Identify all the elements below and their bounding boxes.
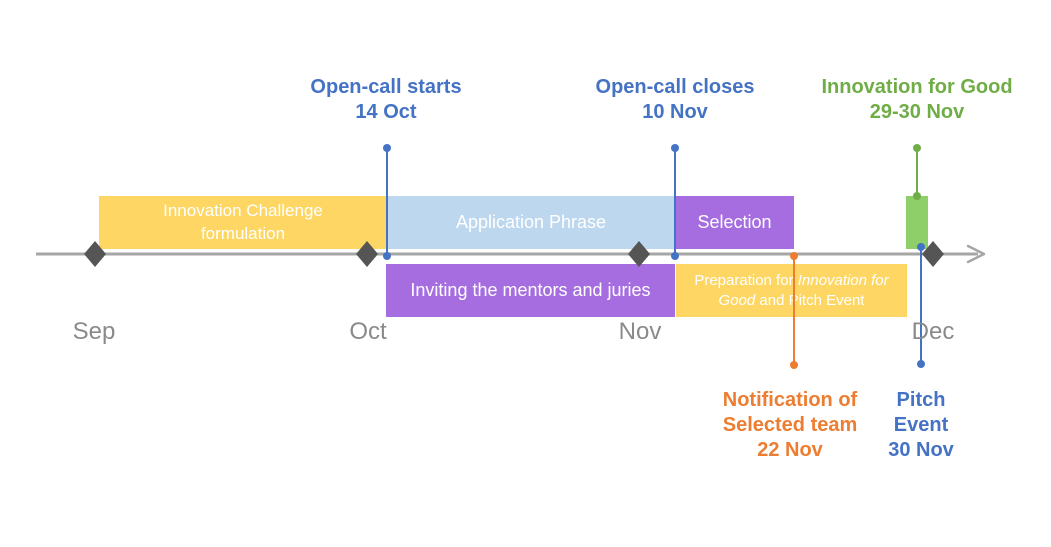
milestone-notification: Notification of Selected team 22 Nov (723, 388, 858, 463)
phase-application-label: Application Phrase (455, 211, 607, 232)
phase-formulation-label: Innovation Challenge formulation (163, 201, 323, 243)
diamond-oct (356, 241, 378, 267)
milestone-pitch-event-date: 30 Nov (888, 439, 954, 461)
phase-selection-label: Selection (697, 211, 772, 232)
dot-innovation-for-good-mid (913, 192, 921, 200)
phase-preparation-label: Preparation for Innovation for Good and … (694, 272, 889, 309)
month-label-sep: Sep (72, 318, 116, 345)
milestone-notification-line1: Notification of (722, 389, 858, 411)
dot-pitch-event-top (917, 243, 925, 251)
diamond-nov (628, 241, 650, 267)
dot-notification-top (790, 252, 798, 260)
phase-application: Application Phrase (387, 196, 675, 249)
dot-open-call-close-axis (671, 252, 679, 260)
milestone-open-call-close: Open-call closes 10 Nov (596, 75, 755, 125)
month-label-nov: Nov (618, 318, 662, 345)
dot-innovation-for-good-top (913, 144, 921, 152)
milestone-notification-date: 22 Nov (757, 439, 823, 461)
timeline-arrowhead (966, 244, 986, 264)
phase-formulation: Innovation Challenge formulation (99, 196, 387, 249)
milestone-innovation-for-good: Innovation for Good 29-30 Nov (821, 75, 1012, 125)
dot-open-call-start-axis (383, 252, 391, 260)
phase-preparation: Preparation for Innovation for Good and … (676, 264, 907, 317)
dot-open-call-start-top (383, 144, 391, 152)
diamond-dec (922, 241, 944, 267)
dot-open-call-close-top (671, 144, 679, 152)
milestone-innovation-for-good-date: 29-30 Nov (869, 101, 965, 123)
diamond-sep (84, 241, 106, 267)
milestone-pitch-event-line1: Pitch (896, 389, 946, 411)
milestone-open-call-start-date: 14 Oct (355, 101, 417, 123)
milestone-pitch-event-line2: Event (893, 414, 949, 436)
phase-inviting: Inviting the mentors and juries (386, 264, 675, 317)
phase-innovation-for-good (906, 196, 928, 249)
dot-pitch-event-bottom (917, 360, 925, 368)
phase-inviting-label: Inviting the mentors and juries (410, 279, 651, 300)
milestone-open-call-close-title: Open-call closes (595, 76, 755, 98)
milestone-pitch-event: Pitch Event 30 Nov (888, 388, 954, 463)
phase-selection: Selection (675, 196, 794, 249)
month-label-oct: Oct (349, 318, 387, 345)
month-label-dec: Dec (911, 318, 955, 345)
milestone-open-call-close-date: 10 Nov (642, 101, 708, 123)
dot-notification-bottom (790, 361, 798, 369)
milestone-open-call-start: Open-call starts 14 Oct (310, 75, 461, 125)
milestone-notification-line2: Selected team (722, 414, 858, 436)
milestone-open-call-start-title: Open-call starts (310, 76, 462, 98)
milestone-innovation-for-good-title: Innovation for Good (821, 76, 1013, 98)
